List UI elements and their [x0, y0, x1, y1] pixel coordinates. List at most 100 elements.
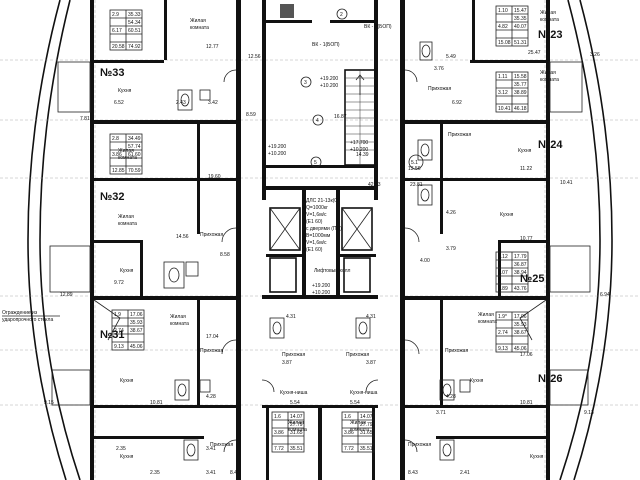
staircase	[344, 69, 376, 166]
mark-h: +10.200	[312, 290, 330, 296]
core-circle-3: 3	[304, 80, 307, 86]
area-table-cell: 57.74	[128, 144, 141, 150]
core-circle-5: 5	[314, 160, 317, 166]
room-kitchen-h: Кухня	[530, 454, 544, 460]
area-table-cell: 38.94	[514, 270, 527, 276]
area-table-cell: 15.47	[514, 8, 527, 14]
area-table-cell: 74.92	[128, 44, 141, 50]
area-table-cell: 12.85	[112, 168, 125, 174]
dimension-value: 13.56	[408, 166, 421, 172]
mark-a: +19.200	[320, 76, 338, 82]
apartment-no26: №26	[538, 373, 563, 385]
room-labels: Жилая комната Кухня Жилая комната Жилая …	[118, 10, 559, 460]
area-table-cell: 3.86	[344, 430, 354, 436]
area-table-cell: 54.34	[128, 20, 141, 26]
area-table-cell: 6.17	[112, 28, 122, 34]
dimension-value: 8.58	[220, 252, 230, 258]
elevator-spec-line: ДЛС 21-13к(0)	[306, 198, 339, 204]
elevator-spec-line: с дверями (ПП)	[306, 226, 342, 232]
area-table-cell: 1.6	[274, 414, 281, 420]
area-table-cell: 36.87	[514, 262, 527, 268]
room-living-e2: комната	[288, 427, 307, 433]
area-table-cell: 1.12	[498, 254, 508, 260]
mark-g: +19.200	[312, 283, 330, 289]
dimension-value: 2.35	[116, 446, 126, 452]
dim-core-c: 23.81	[410, 182, 423, 188]
apartment-numbers: №33 №32 №31 №23 №24 №25 №26	[100, 29, 563, 385]
elevator-shafts	[266, 4, 376, 293]
shaft-top	[280, 4, 294, 18]
dimension-value: 9.13	[584, 410, 594, 416]
room-living-d: Жилая	[170, 314, 186, 320]
dimension-value: 5.54	[290, 400, 300, 406]
area-table-cell: 2.74	[114, 328, 124, 334]
area-table-cell: 27.79	[360, 422, 373, 428]
area-table-cell: 45.06	[130, 344, 143, 350]
elevator-spec-line: (Е1 60)	[306, 247, 323, 253]
dimension-value: 6.94	[600, 292, 610, 298]
area-table-cell: 14.07	[360, 414, 373, 420]
dimension-value: 4.31	[366, 314, 376, 320]
area-table-cell: 1.6	[344, 414, 351, 420]
area-table-cell: 17.79	[514, 254, 527, 260]
dimension-value: 2.41	[460, 470, 470, 476]
dimension-value: 12.89	[60, 292, 73, 298]
room-living-a: Жилая	[190, 18, 206, 24]
room-living-b: Жилая	[118, 148, 134, 154]
room-elevator-hall: Лифтовый холл	[314, 267, 351, 274]
apartment-no24: №24	[538, 139, 563, 151]
dimension-value: 9.72	[114, 280, 124, 286]
room-kitchen-g: Кухня	[470, 378, 484, 384]
room-kitchen-d: Кухня	[120, 454, 134, 460]
area-table-cell: 14.07	[290, 414, 303, 420]
dimension-value: 6.52	[114, 100, 124, 106]
dimension-value: 2.35	[150, 470, 160, 476]
dimension-value: 7.81	[80, 116, 90, 122]
elevator-spec-line: Q=1000кг	[306, 205, 328, 211]
area-table-cell: 6.89	[498, 286, 508, 292]
area-table-cell: 31.65	[290, 430, 303, 436]
area-table-cell: 1.10	[498, 8, 508, 14]
dimension-value: 12.56	[248, 54, 261, 60]
core-circle-51: 5.1	[411, 160, 418, 166]
room-hall-g: Прихожая	[448, 132, 471, 138]
dimension-value: 17.79	[528, 296, 541, 302]
fence-note-1: Ограждение из	[2, 310, 38, 316]
room-living-c: Жилая	[118, 214, 134, 220]
area-table-cell: 51.31	[514, 40, 527, 46]
area-table-cell: 20.58	[112, 44, 125, 50]
area-table-cell: 35.51	[290, 446, 303, 452]
elevator-spec-line: V=1,6м/с	[306, 240, 327, 246]
area-table-cell: 1.9	[114, 312, 121, 318]
room-hall-f: Прихожая	[445, 348, 468, 354]
dimension-value: 4.28	[446, 394, 456, 400]
room-living-b2: комната	[118, 155, 137, 161]
right-facade-curve-outer	[573, 0, 613, 480]
room-living-c2: комната	[118, 221, 137, 227]
room-kitchenniche-b: Кухня-ниша	[350, 390, 378, 396]
room-hall-c: Прихожая	[210, 442, 233, 448]
dimension-value: 4.26	[446, 210, 456, 216]
dimension-value: 19.60	[208, 174, 221, 180]
dimension-value: 3.71	[436, 410, 446, 416]
dimension-value: 3.26	[590, 52, 600, 58]
room-kitchen-f: Кухня	[500, 212, 514, 218]
dimension-value: 9.15	[44, 400, 54, 406]
fence-note-2: ударопрочного стекла	[2, 317, 53, 323]
dimension-value: 3.41	[206, 446, 216, 452]
dimension-value: 10.81	[520, 400, 533, 406]
dimension-value: 25.47	[528, 50, 541, 56]
area-table-cell: 27.79	[290, 422, 303, 428]
area-table-cell: 45.06	[514, 346, 527, 352]
dimension-value: 3.87	[366, 360, 376, 366]
dimension-value: 10.77	[520, 236, 533, 242]
dimension-value: 17.06	[520, 352, 533, 358]
area-table-cell: 9.13	[498, 346, 508, 352]
area-table-cell: 2.74	[498, 330, 508, 336]
dimension-value: 4.28	[206, 394, 216, 400]
dimension-value: 10.41	[560, 180, 573, 186]
